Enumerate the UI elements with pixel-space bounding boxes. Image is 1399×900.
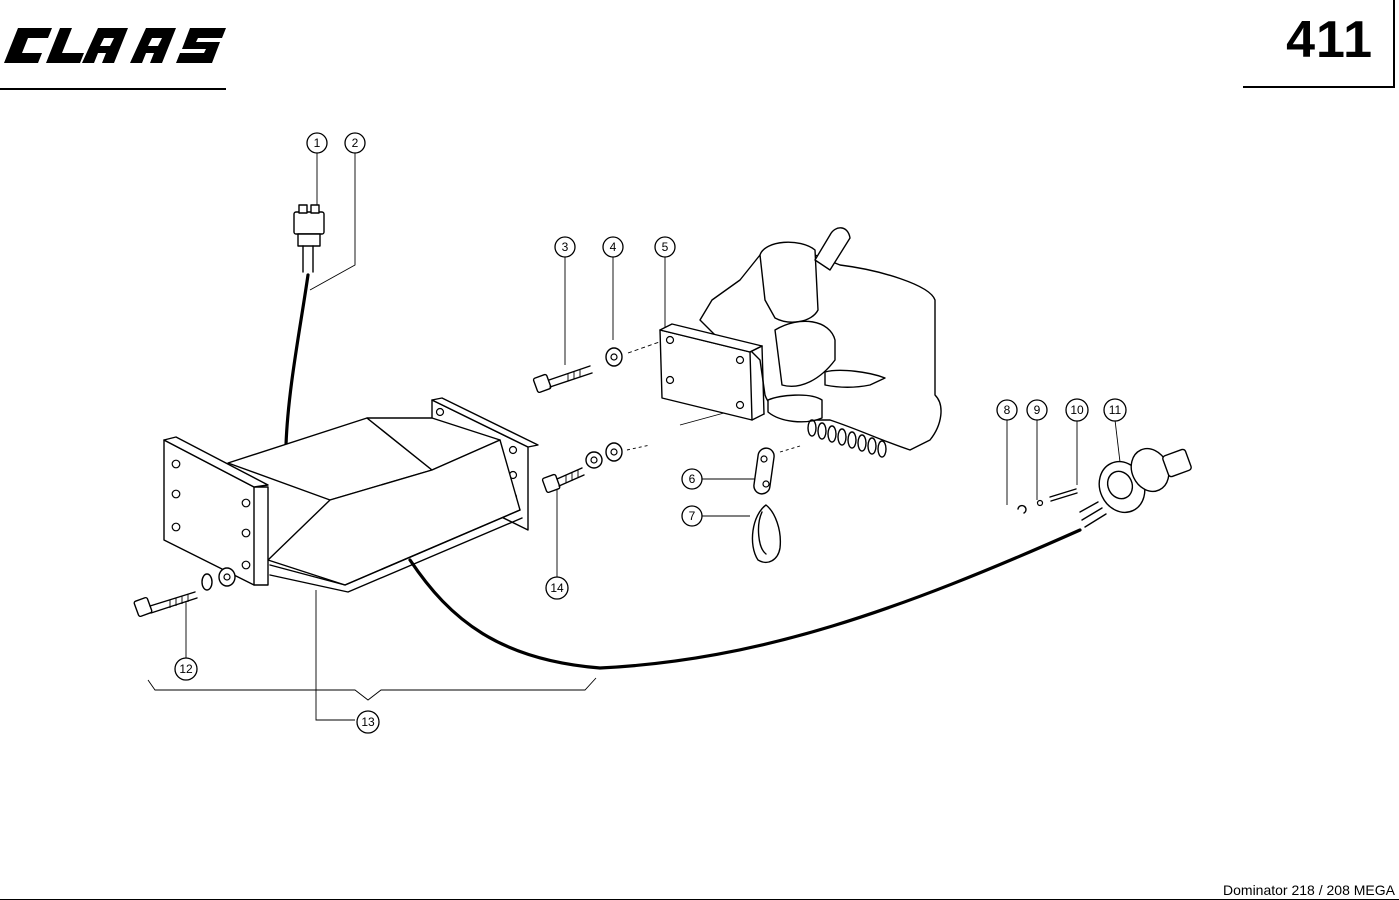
callout-11: 11 xyxy=(1103,398,1127,422)
svg-text:8: 8 xyxy=(1004,403,1011,417)
page-number: 411 xyxy=(1286,11,1373,69)
svg-text:1: 1 xyxy=(314,136,321,150)
svg-text:6: 6 xyxy=(689,472,696,486)
clip-part-8 xyxy=(1017,504,1027,514)
svg-text:11: 11 xyxy=(1109,403,1122,417)
tow-hitch-part-5 xyxy=(659,227,942,458)
svg-text:2: 2 xyxy=(352,136,359,150)
link-plate-part-6 xyxy=(753,447,775,495)
callout-4: 4 xyxy=(602,236,624,258)
header-rule-vertical xyxy=(1393,0,1395,88)
callout-7: 7 xyxy=(681,505,703,527)
callout-12: 12 xyxy=(174,657,198,681)
plug-connector-part-1 xyxy=(293,204,325,273)
callout-13: 13 xyxy=(356,710,380,734)
bolt-part-3 xyxy=(532,365,593,394)
svg-text:12: 12 xyxy=(179,662,193,676)
leader-lines xyxy=(147,153,1121,721)
header-rule-right xyxy=(1243,86,1393,88)
callout-14: 14 xyxy=(545,576,569,600)
callout-10: 10 xyxy=(1065,398,1089,422)
claas-logo xyxy=(4,28,226,63)
washer-part-9 xyxy=(1036,499,1044,507)
mounting-bracket xyxy=(163,397,539,593)
svg-text:9: 9 xyxy=(1034,403,1041,417)
nut-part-4 xyxy=(605,347,623,367)
svg-text:10: 10 xyxy=(1070,403,1084,417)
callout-3: 3 xyxy=(554,236,576,258)
callout-2: 2 xyxy=(344,132,366,154)
callout-9: 9 xyxy=(1026,399,1048,421)
pin-part-10 xyxy=(1049,488,1078,502)
socket-part-11 xyxy=(1079,447,1192,528)
callout-1: 1 xyxy=(306,132,328,154)
svg-text:4: 4 xyxy=(610,240,617,254)
callout-5: 5 xyxy=(654,236,676,258)
svg-text:3: 3 xyxy=(562,240,569,254)
cable xyxy=(284,273,1082,670)
svg-text:13: 13 xyxy=(361,715,375,729)
svg-text:14: 14 xyxy=(550,581,564,595)
bolt-part-14 xyxy=(541,442,623,494)
svg-text:5: 5 xyxy=(662,240,669,254)
header-rule-left xyxy=(0,88,226,90)
callout-8: 8 xyxy=(996,399,1018,421)
spring-clip-part-7 xyxy=(751,504,782,564)
callout-6: 6 xyxy=(681,468,703,490)
model-footer: Dominator 218 / 208 MEGA xyxy=(1223,882,1395,898)
bolt-part-12 xyxy=(133,567,236,618)
svg-text:7: 7 xyxy=(689,509,696,523)
